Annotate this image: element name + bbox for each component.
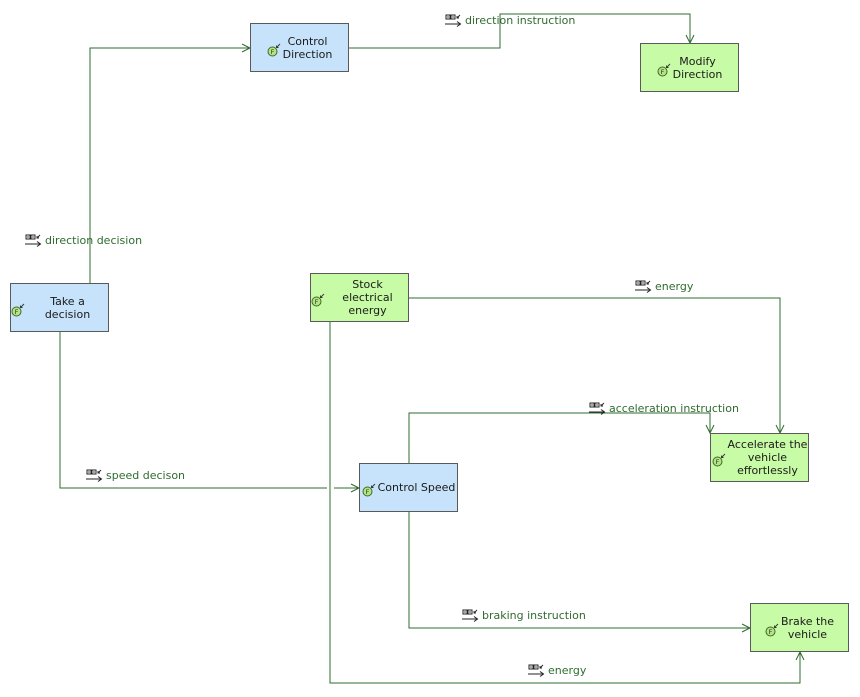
function-node-accelerate-vehicle[interactable]: F Accelerate the vehicle effortlessly [710,433,809,482]
exchange-icon [86,469,103,482]
exchange-label-energy-accelerate[interactable]: energy [635,280,693,293]
function-node-take-decision[interactable]: F Take a decision [10,283,109,332]
function-icon: F [362,483,375,496]
exchange-edge-direction-decision[interactable] [89,43,252,283]
function-node-label: Control Speed [377,481,456,494]
svg-text:F: F [15,308,19,316]
exchange-label-braking-instruction[interactable]: braking instruction [462,609,586,622]
exchange-line[interactable] [349,13,691,49]
exchange-line[interactable] [329,322,801,684]
exchange-label-energy-brake[interactable]: energy [528,664,586,677]
exchange-label-text: braking instruction [482,609,586,622]
exchange-label-text: direction instruction [465,14,576,27]
function-node-stock-energy[interactable]: F Stock electrical energy [310,273,409,322]
exchange-edge-acceleration-instruction[interactable] [408,412,715,463]
svg-text:F: F [270,48,274,56]
function-node-label: Take a decision [44,294,91,321]
function-node-control-speed[interactable]: F Control Speed [359,463,458,512]
function-node-content: F Accelerate the vehicle effortlessly [712,438,808,477]
exchange-label-text: direction decision [45,234,143,247]
svg-text:F: F [715,458,719,466]
function-node-modify-direction[interactable]: F Modify Direction [640,43,739,92]
exchange-label-text: speed decison [106,469,186,482]
svg-text:F: F [769,628,773,636]
exchange-label-direction-decision[interactable]: direction decision [25,234,142,247]
exchange-icon [25,234,42,247]
function-icon: F [311,293,325,306]
function-node-content: F Control Speed [362,479,456,497]
function-node-content: F Control Direction [267,34,333,61]
function-node-label: Modify Direction [672,54,723,81]
svg-text:F: F [315,298,319,306]
exchange-label-text: energy [548,664,587,677]
exchange-line[interactable] [408,412,711,463]
function-node-content: F Take a decision [11,295,108,321]
svg-text:F: F [365,488,369,496]
function-node-label: Stock electrical energy [342,278,393,317]
function-icon: F [765,623,779,636]
function-node-brake-vehicle[interactable]: F Brake the vehicle [750,603,849,652]
exchange-icon [589,402,606,415]
exchange-icon [635,280,652,293]
function-icon: F [712,453,725,466]
exchange-line[interactable] [408,512,750,629]
function-node-content: F Modify Direction [657,54,723,81]
svg-text:F: F [660,68,664,76]
exchange-label-text: energy [655,280,694,293]
exchange-icon [445,14,462,27]
function-icon: F [657,63,670,76]
exchange-icon [462,609,479,622]
function-node-control-direction[interactable]: F Control Direction [250,23,349,72]
exchange-icon [528,664,545,677]
function-icon: F [11,303,25,316]
exchange-line[interactable] [89,47,250,283]
function-node-label: Control Direction [282,34,333,61]
function-node-label: Accelerate the vehicle effortlessly [727,438,808,477]
exchange-line[interactable] [409,297,781,433]
arrowhead [795,650,805,661]
exchange-edge-speed-decision[interactable] [59,332,361,493]
exchange-label-text: acceleration instruction [609,402,739,415]
exchange-label-acceleration-instruction[interactable]: acceleration instruction [589,402,739,415]
exchange-line[interactable] [59,332,327,489]
function-node-content: F Stock electrical energy [311,278,408,317]
function-node-label: Brake the vehicle [780,614,835,641]
exchange-edge-energy-brake[interactable] [329,322,805,684]
function-icon: F [267,43,280,56]
exchange-label-speed-decision[interactable]: speed decison [86,469,185,482]
function-node-content: F Brake the vehicle [765,615,834,641]
exchange-label-direction-instruction[interactable]: direction instruction [445,14,575,27]
